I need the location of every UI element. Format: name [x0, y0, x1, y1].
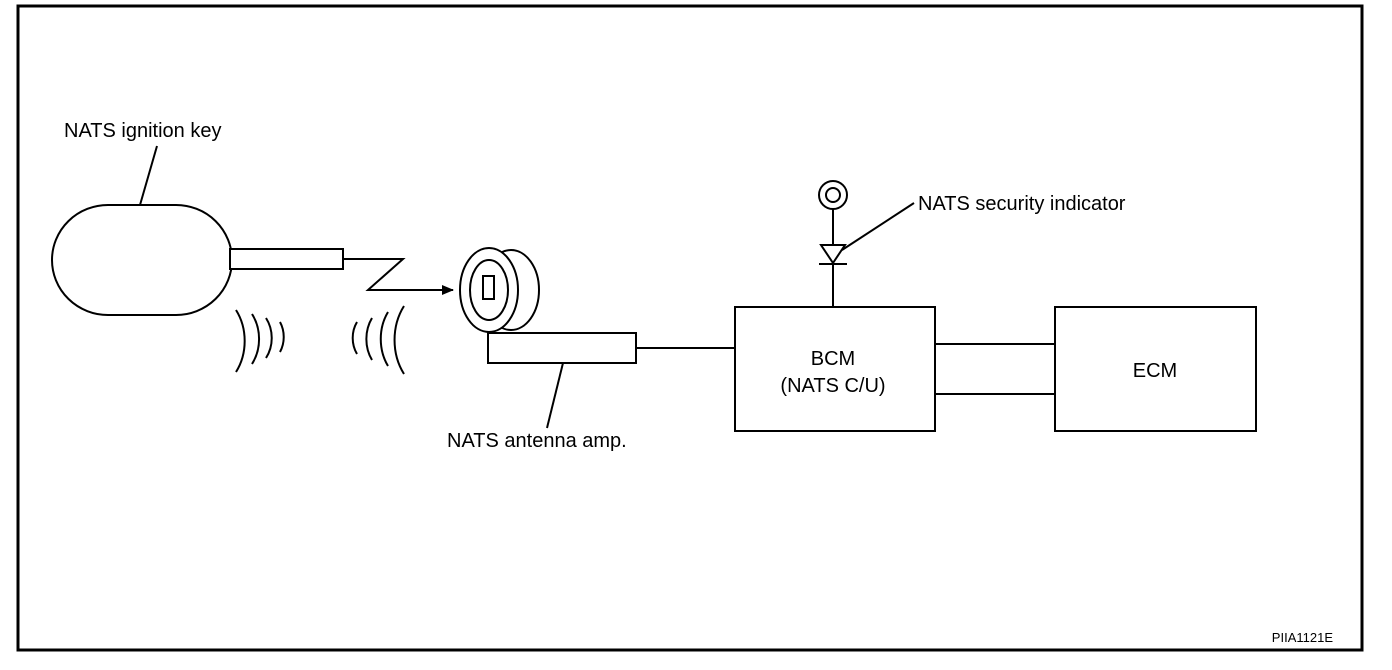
ecm-label: ECM [1133, 360, 1177, 382]
indicator-diode-triangle [819, 244, 847, 265]
bcm-box: BCM (NATS C/U) [734, 306, 936, 432]
ignition-key-label: NATS ignition key [64, 120, 221, 142]
indicator-lamp-inner [825, 187, 841, 203]
antenna-amp [459, 247, 637, 364]
radio-waves-right [351, 305, 405, 375]
ignition-key [51, 204, 344, 316]
antenna-amp-leader [546, 362, 564, 429]
ecm-rect [1054, 306, 1257, 432]
wireless-signal-arrow [343, 258, 454, 295]
antenna-amp-label: NATS antenna amp. [447, 430, 627, 452]
ecm-box: ECM [1054, 306, 1257, 432]
security-indicator-leader [841, 202, 915, 251]
key-cylinder-slot [482, 275, 495, 300]
security-indicator [818, 180, 848, 307]
bcm-label-line2: (NATS C/U) [780, 375, 885, 397]
bcm-rect [734, 306, 936, 432]
bcm-label-line1: BCM [811, 348, 855, 370]
security-indicator-label: NATS security indicator [918, 193, 1126, 215]
key-blade [229, 248, 344, 270]
diagram-frame [16, 4, 1364, 652]
indicator-lamp-outer [818, 180, 848, 210]
key-head [51, 204, 233, 316]
ignition-key-leader [139, 145, 158, 206]
radio-waves-left [235, 309, 285, 373]
antenna-coil-ring [469, 259, 509, 321]
figure-code: PIIA1121E [1272, 630, 1334, 645]
antenna-amp-body [487, 332, 637, 364]
